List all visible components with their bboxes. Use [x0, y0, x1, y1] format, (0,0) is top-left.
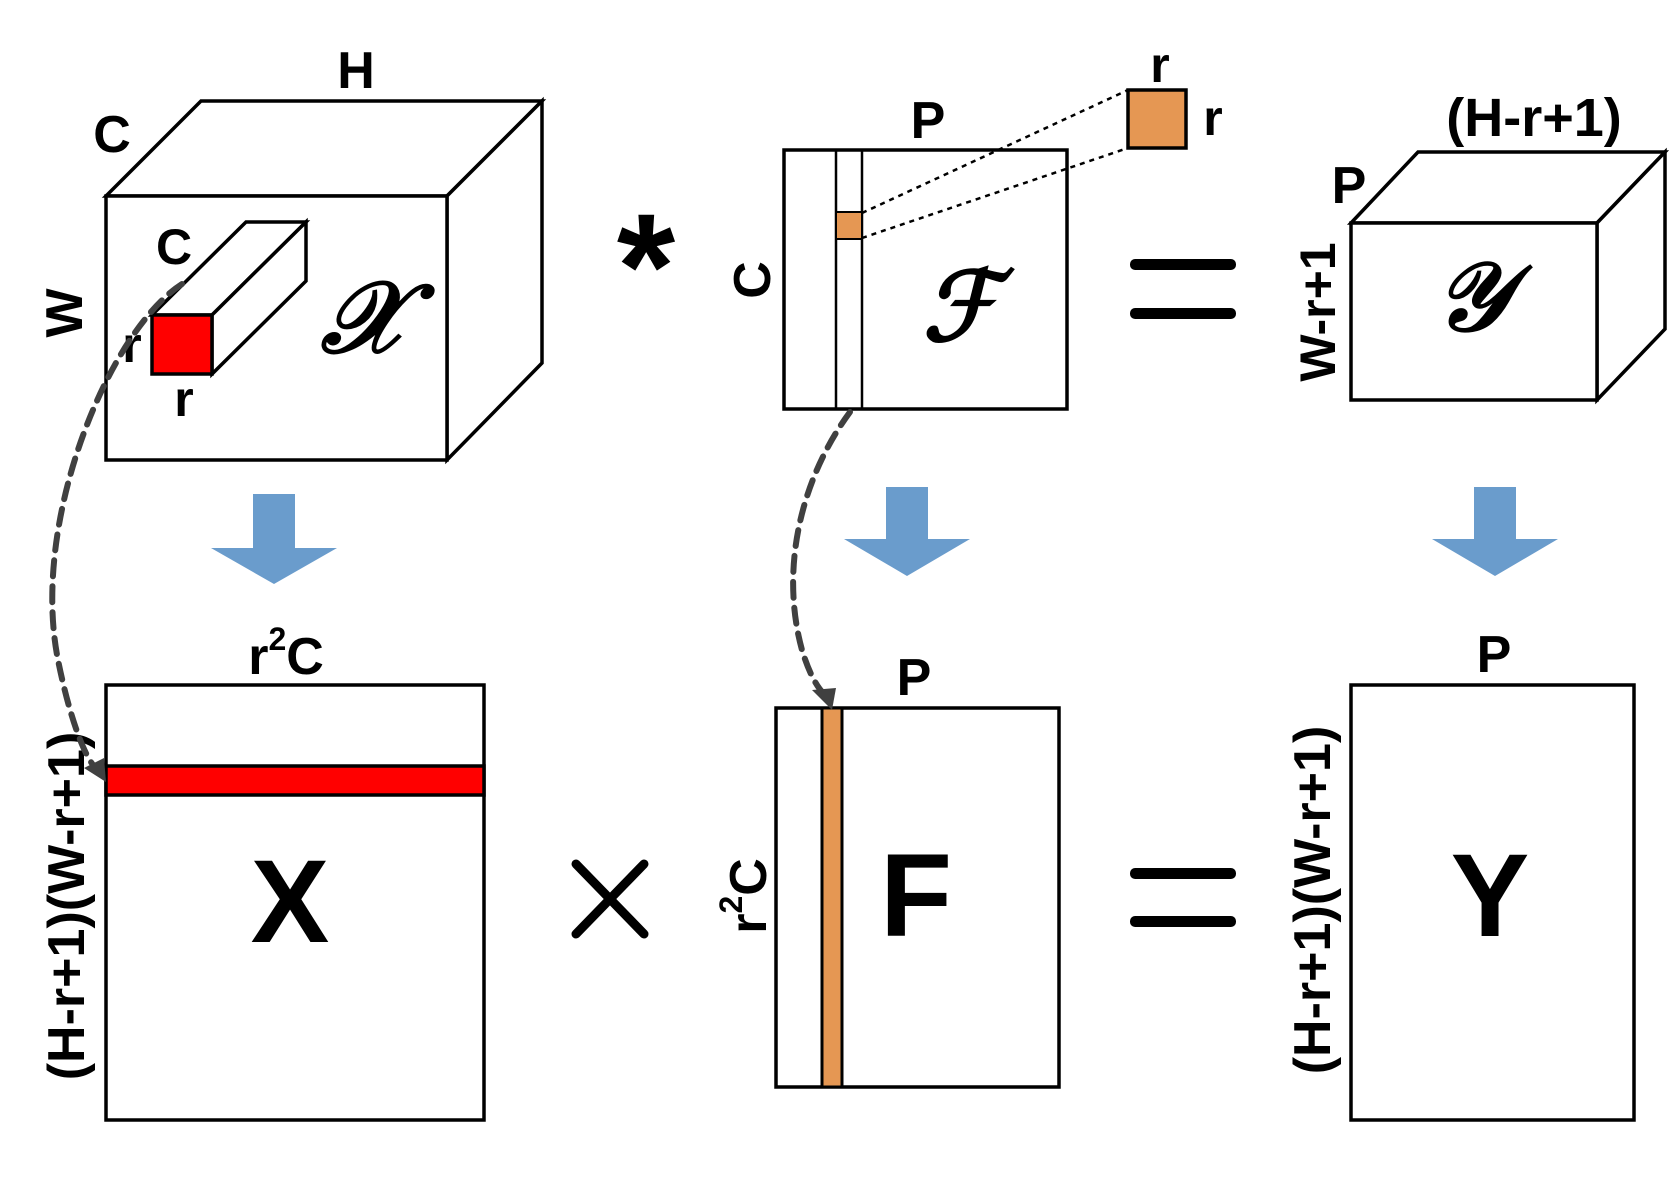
- patch-to-row-arrowhead: [84, 758, 106, 782]
- Y-label-side: (H-r+1)(W-r+1): [1284, 726, 1342, 1075]
- X-matrix-symbol: X: [251, 836, 330, 968]
- patch-label-C: C: [156, 219, 192, 275]
- down-arrow-middle: [844, 487, 970, 576]
- output-label-W: W-r+1: [1290, 242, 1346, 381]
- convolution-operator: *: [617, 182, 676, 350]
- input-patch: [147, 217, 311, 379]
- F-matrix: P r2C F: [713, 649, 1061, 1089]
- input-patch-front-face: [150, 313, 214, 376]
- down-arrow-left: [211, 494, 337, 584]
- Y-matrix-box: [1349, 683, 1636, 1122]
- output-tensor-front-face: [1349, 221, 1599, 402]
- X-label-top: r2C: [248, 621, 324, 686]
- input-tensor: H C W C r r 𝒳: [36, 42, 547, 465]
- equals-sign-top: [1130, 259, 1236, 319]
- X-matrix-box: [104, 683, 486, 1122]
- X-matrix-patch-row: [104, 764, 486, 797]
- filter-box: [782, 148, 1069, 411]
- filter-label-C: C: [724, 261, 782, 299]
- kernel-zoom-line-top: [861, 88, 1129, 215]
- X-label-side: (H-r+1)(W-r+1): [38, 732, 96, 1081]
- output-tensor: (H-r+1) P W-r+1 𝒴: [1290, 88, 1670, 405]
- Y-matrix-symbol: Y: [1451, 830, 1530, 962]
- filter-to-column-curve: [790, 409, 853, 697]
- equals-sign-bottom: [1130, 868, 1236, 927]
- input-label-H: H: [337, 42, 375, 100]
- multiply-operator: [571, 859, 649, 939]
- input-label-C: C: [93, 106, 131, 164]
- kernel-label-r-top: r: [1150, 37, 1169, 93]
- Y-label-P: P: [1477, 626, 1512, 684]
- F-matrix-filter-column: [820, 706, 844, 1089]
- X-matrix: r2C (H-r+1)(W-r+1) X: [38, 621, 486, 1122]
- kernel-zoom-line-bottom: [861, 146, 1129, 240]
- down-arrow-right: [1432, 487, 1558, 576]
- patch-label-r-bottom: r: [174, 371, 193, 427]
- patch-to-row-curve: [49, 281, 185, 771]
- filter-tensor: r r P C ℱ: [724, 37, 1223, 411]
- kernel-label-r-side: r: [1203, 90, 1222, 146]
- F-label-P: P: [897, 649, 932, 707]
- patch-to-row-arrow: [49, 281, 185, 782]
- input-label-W: W: [36, 288, 94, 338]
- output-label-top: (H-r+1): [1446, 88, 1622, 148]
- kernel-zoom-box: [1126, 88, 1188, 150]
- filter-kernel-cell: [835, 211, 863, 240]
- filter-label-P: P: [911, 92, 946, 150]
- F-matrix-symbol: F: [880, 830, 952, 962]
- F-label-side: r2C: [713, 858, 778, 934]
- filter-to-column-arrowhead: [812, 688, 836, 710]
- filter-to-column-arrow: [790, 409, 853, 710]
- output-label-P: P: [1332, 157, 1367, 215]
- Y-matrix: P (H-r+1)(W-r+1) Y: [1284, 626, 1636, 1122]
